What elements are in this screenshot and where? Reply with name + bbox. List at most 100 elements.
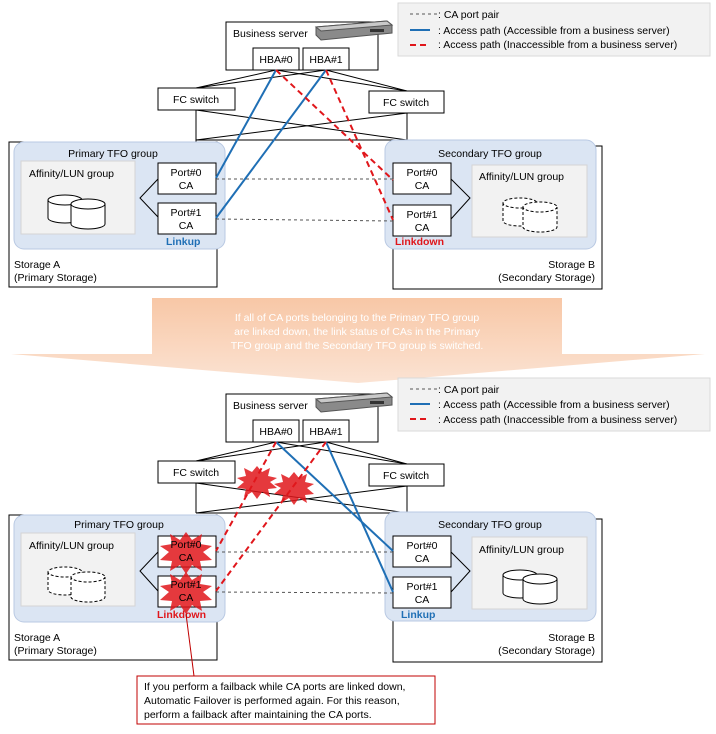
legend-accessible-text: : Access path (Accessible from a busines…: [438, 399, 670, 411]
affinity-label: Affinity/LUN group: [29, 168, 114, 180]
disk-icons-dashed: [47, 566, 106, 603]
storage-a-sub: (Primary Storage): [14, 272, 97, 284]
primary-tfo-label: Primary TFO group: [74, 519, 164, 531]
hba0-label: HBA#0: [259, 426, 292, 438]
storage-b-bottom: Secondary TFO group Affinity/LUN group P…: [384, 511, 603, 663]
storage-b-sub: (Secondary Storage): [498, 272, 595, 284]
down-arrow: [11, 298, 705, 383]
storage-a-label: Storage A: [14, 632, 60, 644]
note-line3: perform a failback after maintaining the…: [144, 709, 372, 721]
arrow-text-line2: are linked down, the link status of CAs …: [234, 326, 480, 338]
port0-ca: CA: [415, 180, 430, 192]
fc-wiring-top: [195, 69, 408, 159]
bottom-diagram: : CA port pair : Access path (Accessible…: [8, 377, 711, 725]
legend-inaccessible-text: : Access path (Inaccessible from a busin…: [438, 39, 677, 51]
fc-switch-left-label: FC switch: [173, 94, 219, 106]
fc-switch-right-label: FC switch: [383, 97, 429, 109]
port0-ca: CA: [179, 552, 194, 564]
port1-ca: CA: [415, 222, 430, 234]
legend-bottom: : CA port pair : Access path (Accessible…: [397, 377, 711, 432]
primary-status: Linkdown: [157, 609, 206, 621]
port1-ca: CA: [415, 594, 430, 606]
affinity-label: Affinity/LUN group: [29, 540, 114, 552]
storage-b-label: Storage B: [548, 259, 595, 271]
hba0-label: HBA#0: [259, 54, 292, 66]
hba1-label: HBA#1: [309, 426, 342, 438]
port0-label: Port#0: [407, 540, 438, 552]
port1-label: Port#1: [407, 581, 438, 593]
note-line1: If you perform a failback while CA ports…: [144, 681, 405, 693]
port0-label: Port#0: [171, 167, 202, 179]
storage-b-top: Secondary TFO group Affinity/LUN group P…: [384, 139, 603, 290]
storage-a-top: Primary TFO group Affinity/LUN group Por…: [8, 141, 226, 288]
server-title: Business server: [233, 28, 308, 40]
ca-port-pair-1: [215, 218, 394, 222]
port0-box: [157, 162, 217, 195]
fc-switch-left: [157, 87, 236, 111]
access-path-accessible: [275, 441, 394, 552]
port0-label: Port#0: [407, 167, 438, 179]
ca-port-pair-1: [215, 591, 394, 594]
port1-box: [392, 576, 452, 609]
access-path-inaccessible: [215, 441, 277, 552]
primary-status: Linkup: [166, 236, 200, 248]
fc-switch-right: [368, 463, 445, 487]
port0-label: Port#0: [171, 539, 202, 551]
affinity-label: Affinity/LUN group: [479, 544, 564, 556]
access-path-accessible: [325, 441, 394, 593]
disk-icons: [502, 569, 558, 605]
secondary-tfo-label: Secondary TFO group: [438, 519, 542, 531]
fc-switch-right: [368, 90, 445, 114]
path-break-burst-icon: [237, 466, 314, 505]
port1-box: [392, 204, 452, 237]
storage-b-label: Storage B: [548, 632, 595, 644]
business-server-bottom: Business server HBA#0 HBA#1: [225, 392, 394, 443]
primary-tfo-label: Primary TFO group: [68, 148, 158, 160]
arrow-text-line1: If all of CA ports belonging to the Prim…: [235, 312, 480, 324]
affinity-label: Affinity/LUN group: [479, 171, 564, 183]
storage-a-label: Storage A: [14, 259, 60, 271]
access-path-inaccessible: [275, 69, 394, 181]
disk-icons-dashed: [502, 197, 558, 233]
secondary-status: Linkup: [401, 609, 435, 621]
legend-pair-text: : CA port pair: [438, 9, 500, 21]
port1-label: Port#1: [407, 209, 438, 221]
port0-ca: CA: [415, 553, 430, 565]
port1-label: Port#1: [171, 207, 202, 219]
hba1-label: HBA#1: [309, 54, 342, 66]
secondary-tfo-label: Secondary TFO group: [438, 148, 542, 160]
legend-top: : CA port pair : Access path (Accessible…: [397, 2, 711, 57]
callout-pointer: [185, 613, 195, 677]
port1-label: Port#1: [171, 579, 202, 591]
arrow-text-line3: TFO group and the Secondary TFO group is…: [231, 340, 484, 352]
access-path-accessible: [215, 69, 277, 179]
note-line2: Automatic Failover is performed again. F…: [144, 695, 400, 707]
port0-ca: CA: [179, 180, 194, 192]
server-icon: [314, 20, 394, 41]
business-server-top: Business server HBA#0 HBA#1: [225, 20, 394, 71]
legend-pair-text: : CA port pair: [438, 384, 500, 396]
legend-inaccessible-text: : Access path (Inaccessible from a busin…: [438, 414, 677, 426]
port1-ca: CA: [179, 220, 194, 232]
transition-arrow: If all of CA ports belonging to the Prim…: [11, 298, 705, 383]
server-title: Business server: [233, 400, 308, 412]
port1-ca: CA: [179, 592, 194, 604]
access-path-accessible: [215, 69, 327, 219]
disk-icons: [47, 194, 106, 230]
storage-a-bottom: Primary TFO group Affinity/LUN group Por…: [8, 514, 226, 661]
fc-switch-left: [157, 460, 236, 484]
access-path-inaccessible: [215, 441, 327, 592]
fc-switch-right-label: FC switch: [383, 470, 429, 482]
legend-accessible-text: : Access path (Accessible from a busines…: [438, 25, 670, 37]
note-box: [136, 675, 436, 725]
port1-box: [157, 202, 217, 235]
fc-switch-left-label: FC switch: [173, 467, 219, 479]
error-burst-icon: [160, 532, 212, 614]
storage-a-sub: (Primary Storage): [14, 645, 97, 657]
storage-b-sub: (Secondary Storage): [498, 645, 595, 657]
legend-box: [397, 377, 711, 432]
secondary-status: Linkdown: [395, 236, 444, 248]
server-icon: [314, 392, 394, 413]
